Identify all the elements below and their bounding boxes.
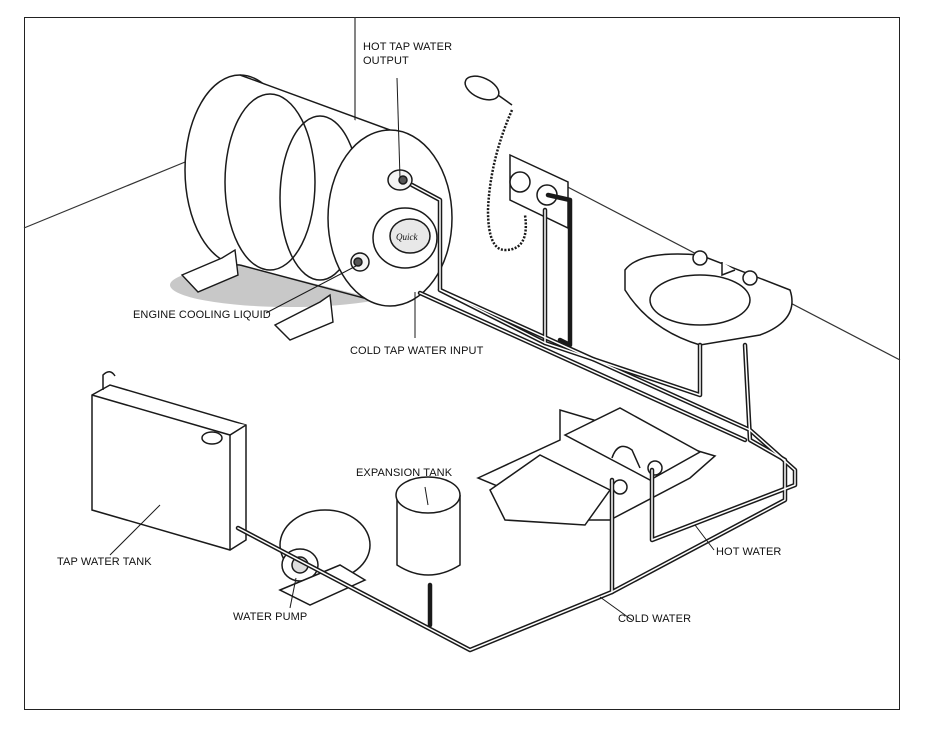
diagram-frame	[24, 17, 900, 710]
callout-lines	[109, 77, 715, 621]
water-heater	[184, 74, 453, 307]
pipes-inner	[237, 184, 796, 651]
label-engine-cooling: ENGINE COOLING LIQUID	[133, 309, 271, 321]
tap-water-tank	[91, 371, 247, 551]
kitchen-sink	[476, 407, 717, 526]
label-tap-water-tank: TAP WATER TANK	[57, 556, 152, 568]
label-water-pump: WATER PUMP	[233, 611, 308, 623]
label-hot-tap-output-1: HOT TAP WATER	[363, 41, 453, 53]
bathroom-sink	[624, 250, 793, 346]
shower-assembly	[464, 75, 569, 252]
heater-logo: Quick	[396, 232, 418, 242]
label-cold-tap-input: COLD TAP WATER INPUT	[350, 345, 484, 357]
heater-legs	[180, 248, 334, 341]
label-cold-water: COLD WATER	[618, 613, 692, 625]
label-expansion-tank: EXPANSION TANK	[356, 467, 453, 479]
label-hot-water: HOT WATER	[716, 546, 782, 558]
label-hot-tap-output-2: OUTPUT	[363, 55, 409, 67]
expansion-tank	[395, 476, 461, 576]
